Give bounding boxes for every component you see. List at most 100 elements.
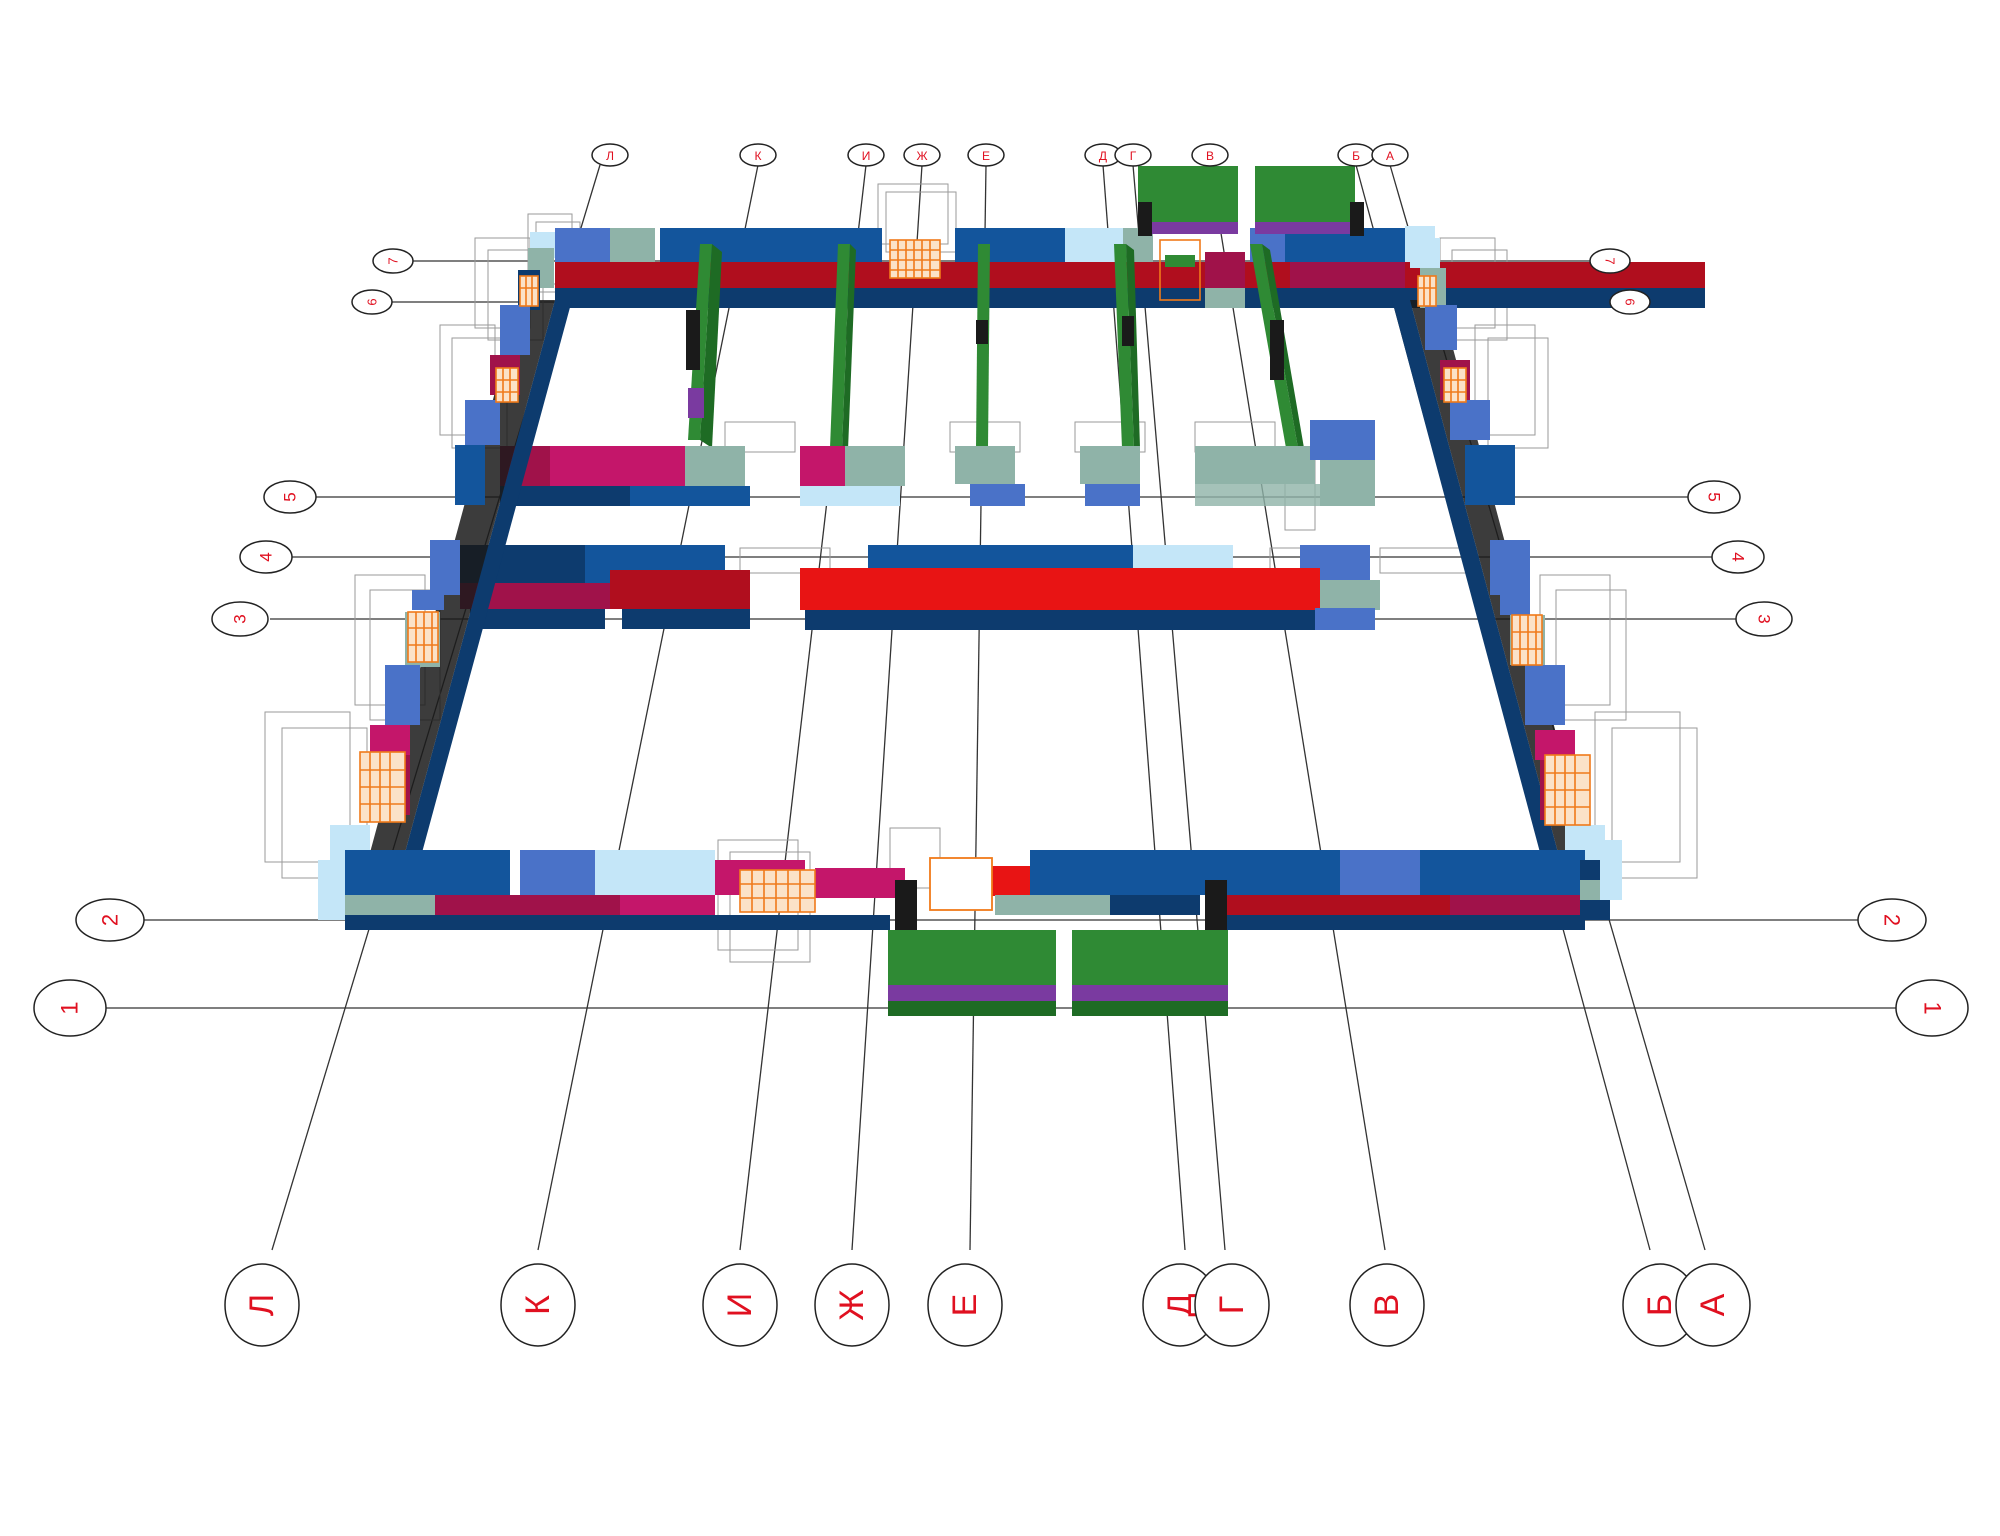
axis-bubble-right-1: 1 <box>1895 979 1969 1037</box>
wall-block <box>435 895 620 915</box>
window-grille <box>407 611 439 663</box>
wall-block <box>403 300 572 860</box>
window-frame-outline <box>1594 711 1698 879</box>
wall-block <box>976 320 988 344</box>
svg-text:Л: Л <box>243 1294 281 1316</box>
svg-text:Б: Б <box>1641 1294 1679 1316</box>
wall-axis-2 <box>318 840 1622 930</box>
wall-block <box>1085 484 1140 506</box>
partition-wall <box>830 244 850 448</box>
wall-block <box>888 930 1056 985</box>
axis-bubble-right-7: 7 <box>1589 248 1631 274</box>
partition-wall <box>842 244 856 450</box>
axis-line-D <box>1102 164 1186 1251</box>
entrance-block-bottom <box>888 880 1228 1016</box>
wall-block <box>1600 840 1622 900</box>
svg-text:Д: Д <box>1161 1293 1199 1316</box>
wall-block <box>470 609 605 629</box>
wall-block <box>550 446 685 486</box>
window-grille <box>495 367 519 403</box>
wall-block <box>1500 595 1530 615</box>
wall-block <box>1320 580 1380 610</box>
svg-text:А: А <box>1386 149 1394 163</box>
wall-block <box>430 540 460 595</box>
door-frame <box>929 857 993 911</box>
axis-bubble-top-G: Г <box>1114 143 1152 167</box>
wall-block <box>1450 895 1580 915</box>
axis-bubble-top-Zh: Ж <box>903 143 941 167</box>
wall-block <box>500 305 530 355</box>
partition-walls <box>686 244 1304 450</box>
wall-block <box>1138 166 1238 222</box>
svg-text:А: А <box>1694 1293 1732 1316</box>
wall-block <box>1122 316 1134 346</box>
svg-text:2: 2 <box>98 914 123 926</box>
wall-block <box>1065 228 1123 262</box>
axis-bubble-left-2: 2 <box>75 898 145 942</box>
wall-block <box>620 895 715 915</box>
wall-axis-5 <box>500 420 1375 506</box>
svg-text:4: 4 <box>257 552 276 561</box>
wall-block <box>1255 222 1355 234</box>
svg-text:В: В <box>1206 149 1214 163</box>
wall-block <box>500 486 630 506</box>
axis-bubbles-bottom: Л К И Ж Е Д Г В Б А <box>224 1263 1751 1347</box>
axis-bubble-left-6: 6 <box>351 289 393 315</box>
window-grille <box>739 869 816 913</box>
axis-bubble-bottom-Zh: Ж <box>814 1263 890 1347</box>
wall-block <box>1205 288 1245 308</box>
wall-block <box>370 725 410 755</box>
svg-text:Г: Г <box>1130 149 1137 163</box>
wall-block <box>1490 540 1530 595</box>
svg-text:Д: Д <box>1099 149 1107 163</box>
window-frame-outline <box>724 421 1276 453</box>
axis-bubble-bottom-E: Е <box>927 1263 1003 1347</box>
axis-bubble-right-4: 4 <box>1711 540 1765 574</box>
axis-bubble-right-5: 5 <box>1687 480 1741 514</box>
wall-block <box>1340 850 1420 895</box>
wall-block <box>1255 166 1355 222</box>
svg-text:7: 7 <box>1603 257 1618 264</box>
axis-bubble-bottom-L: Л <box>224 1263 300 1347</box>
axis-line-Zh <box>851 164 923 1251</box>
svg-text:Е: Е <box>946 1294 984 1317</box>
axis-bubbles-right: 7 6 5 4 3 2 1 <box>1589 248 1969 1037</box>
wall-axis-L <box>330 248 572 880</box>
wall-block <box>455 445 485 505</box>
wall-block <box>412 590 444 610</box>
wall-block <box>1270 320 1284 380</box>
wall-block <box>345 915 890 930</box>
svg-text:В: В <box>1368 1294 1406 1317</box>
wall-block <box>465 400 500 445</box>
window-grille <box>519 275 539 307</box>
svg-text:5: 5 <box>281 492 300 501</box>
wall-block <box>800 568 1320 610</box>
axis-bubble-top-L: Л <box>591 143 629 167</box>
wall-block <box>630 486 750 506</box>
svg-text:3: 3 <box>231 614 250 623</box>
axis-bubble-top-V: В <box>1191 143 1229 167</box>
wall-block <box>1072 985 1228 1001</box>
wall-block <box>688 388 704 418</box>
wall-block <box>800 446 845 486</box>
wall-block <box>805 610 1315 630</box>
axis-bubble-top-B: Б <box>1337 143 1375 167</box>
wall-block <box>1310 420 1375 460</box>
axis-bubble-bottom-D: Д <box>1142 1263 1218 1347</box>
wall-block <box>1030 850 1340 895</box>
window-grille <box>359 751 406 823</box>
window-grille <box>1443 367 1467 403</box>
window-frame-outline <box>1474 324 1549 449</box>
wall-block <box>1072 1001 1228 1016</box>
wall-block <box>520 850 595 895</box>
wall-block <box>1425 305 1457 350</box>
window-grille <box>1511 614 1543 666</box>
wall-block <box>1410 238 1440 268</box>
axis-bubble-left-3: 3 <box>211 601 269 637</box>
axis-bubble-left-5: 5 <box>263 480 317 514</box>
wall-block <box>1205 880 1227 930</box>
svg-text:Ж: Ж <box>916 149 927 163</box>
entrance-block-top <box>1138 166 1364 301</box>
svg-text:1: 1 <box>57 1001 84 1014</box>
